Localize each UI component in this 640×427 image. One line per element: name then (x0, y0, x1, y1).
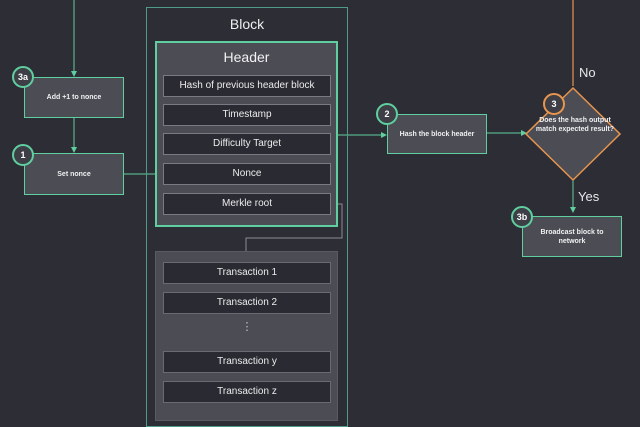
step-3a-label: Add +1 to nonce (46, 94, 102, 101)
field-timestamp: Timestamp (163, 104, 331, 126)
transaction-ellipsis: ⋮ (241, 321, 253, 333)
field-difficulty-target: Difficulty Target (163, 133, 331, 155)
transaction-z: Transaction z (163, 381, 331, 403)
step-2-box: Hash the block header (387, 114, 487, 154)
field-nonce: Nonce (163, 163, 331, 185)
step-1-badge: 1 (12, 144, 34, 166)
step-2-label: Hash the block header (399, 130, 475, 138)
field-merkle-root: Merkle root (163, 193, 331, 215)
step-3a-box: Add +1 to nonce (24, 77, 124, 118)
step-3-label: Does the hash output match expected resu… (535, 117, 615, 133)
step-1-box: Set nonce (24, 153, 124, 195)
step-2-badge: 2 (376, 103, 398, 125)
step-3b-badge: 3b (511, 206, 533, 228)
header-title: Header (223, 49, 270, 65)
edge-label-no: No (579, 65, 596, 80)
decision-diamond (524, 86, 622, 182)
transaction-2: Transaction 2 (163, 292, 331, 314)
field-hash-previous: Hash of previous header block (163, 75, 331, 97)
step-3b-label: Broadcast block to network (540, 228, 604, 245)
transaction-1: Transaction 1 (163, 262, 331, 284)
edge-label-yes: Yes (578, 189, 600, 204)
step-1-label: Set nonce (57, 170, 91, 178)
block-title: Block (229, 16, 265, 32)
step-3a-badge: 3a (12, 66, 34, 88)
step-3-badge: 3 (543, 93, 565, 115)
step-3b-box: Broadcast block to network (522, 216, 622, 257)
transaction-y: Transaction y (163, 351, 331, 373)
